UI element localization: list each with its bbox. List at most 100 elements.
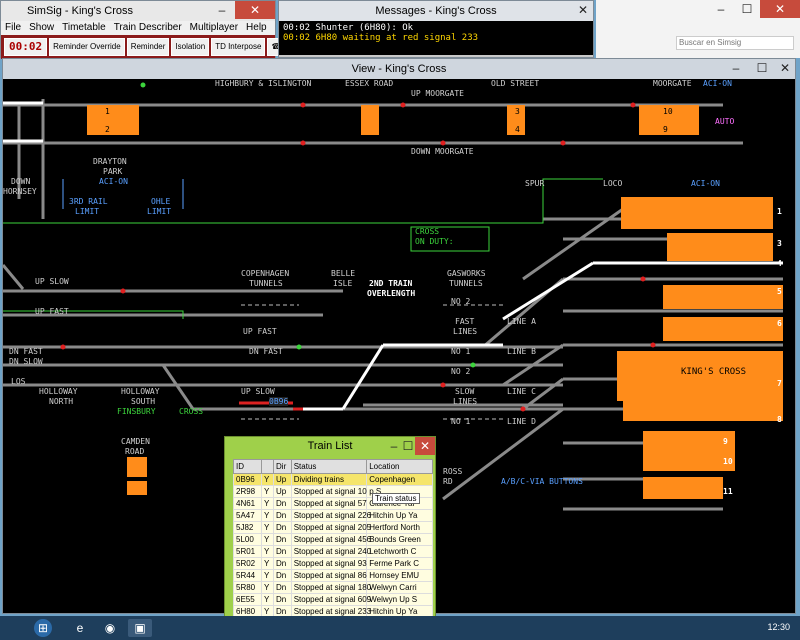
simsig-taskbar-icon[interactable]: ▣ [128,619,152,637]
table-cell: Y [261,545,275,558]
label-overlength: OVERLENGTH [367,289,416,298]
minimize-icon[interactable]: – [732,61,740,75]
maximize-icon[interactable]: ☐ [741,2,753,16]
label-fast-lines: LINES [453,327,478,336]
label-belle: BELLE [331,269,356,278]
label-slow-lines: LINES [453,397,478,406]
maximize-icon[interactable]: ☐ [756,61,768,75]
reminder-override-button[interactable]: Reminder Override [49,38,125,56]
menu-help[interactable]: Help [246,22,267,33]
label-down-moorgate: DOWN MOORGATE [411,147,474,156]
tunnel-portals [241,304,503,420]
table-cell: Dn [273,581,292,594]
label-3rd-rail: 3RD RAIL [69,197,108,206]
platform-essex-block [361,105,379,135]
maximize-icon[interactable]: ☐ [402,439,414,453]
label-spur: SPUR [525,179,545,188]
set-routes [3,101,783,411]
label-2nd-train: 2ND TRAIN [369,279,413,288]
td-interpose-button[interactable]: TD Interpose [211,38,266,56]
label-on-duty: ON DUTY: [415,237,454,246]
table-cell: Y [261,521,275,534]
ie-icon[interactable]: e [76,621,84,635]
minimize-icon[interactable]: – [717,2,725,16]
platform-block-b [667,233,773,261]
label-cross: CROSS [415,227,440,236]
menu-file[interactable]: File [5,22,22,33]
label-up-moorgate: UP MOORGATE [411,89,464,98]
label-isle: ISLE [333,279,353,288]
table-cell: Stopped at signal 205 [290,521,371,534]
close-icon[interactable]: ✕ [235,1,275,19]
column-id[interactable]: ID [232,459,263,474]
table-cell: Stopped at signal 57 [290,497,368,510]
message-line: 00:02 6H80 waiting at red signal 233 [283,33,479,43]
label-abc-via: A/B/C-VIA BUTTONS [501,477,583,486]
platform-number-right-11: 11 [723,487,733,496]
minimize-icon[interactable]: – [390,439,398,453]
label-fast: FAST [455,317,475,326]
column-location[interactable]: Location [366,459,433,474]
label-up-fast: UP FAST [35,307,69,316]
platform-block-g [643,477,723,499]
label-up-slow: UP SLOW [35,277,69,286]
menu-show[interactable]: Show [29,22,55,33]
close-icon[interactable]: ✕ [760,0,800,18]
close-icon[interactable]: ✕ [577,3,589,17]
reminder-button[interactable]: Reminder [126,38,170,56]
close-icon[interactable]: ✕ [779,61,791,75]
chrome-icon[interactable]: ◉ [104,621,116,635]
menu-timetable[interactable]: Timetable [62,22,106,33]
table-cell: 5R44 [232,569,263,582]
platform-number-3: 3 [515,107,520,116]
simsig-menubar: File Show Timetable Train Describer Mult… [1,21,275,35]
label-line-a: LINE A [507,317,536,326]
platform-block-e [623,401,783,421]
status-tooltip: Train status [372,493,420,504]
minimize-icon[interactable]: – [218,3,226,17]
train-list-window: Train List – ☐ ✕ ID Dir Status Location … [224,436,436,640]
label-dn-fast: DN FAST [9,347,43,356]
isolation-button[interactable]: Isolation [171,38,210,56]
table-cell: Stopped at signal 609 [290,593,371,606]
platform-number-4: 4 [515,125,520,134]
label-holloway-north: HOLLOWAY [39,387,78,396]
track-lines [1,99,783,511]
browser-search-input[interactable]: Buscar en Simsig [676,36,794,50]
messages-title-text: Messages - King's Cross [375,5,497,17]
menu-multiplayer[interactable]: Multiplayer [189,22,239,33]
table-cell: Dn [273,545,292,558]
label-dn-slow: DN SLOW [9,357,43,366]
train-describer-0B96[interactable]: 0B96 [269,397,289,406]
table-cell: Welwyn Carri [366,581,433,594]
label-ross: ROSS [443,467,463,476]
table-cell: Dividing trains [290,473,368,486]
messages-window: Messages - King's Cross ✕ 00:02 Shunter … [278,0,594,58]
close-icon[interactable]: ✕ [415,437,435,455]
label-ohle: OHLE [151,197,171,206]
column-flag[interactable] [261,459,275,474]
label-no2-lower: NO 2 [451,367,471,376]
column-status[interactable]: Status [290,459,368,474]
table-cell: 2R98 [232,485,263,498]
label-no1-lower: NO 1 [451,417,471,426]
menu-train-describer[interactable]: Train Describer [113,22,182,33]
label-hornsey: HORNSEY [3,187,37,196]
label-north: NORTH [49,397,74,406]
table-cell: Y [261,557,275,570]
track-diagram[interactable] [1,79,795,613]
start-icon[interactable]: ⊞ [34,619,52,637]
label-south: SOUTH [131,397,156,406]
column-dir[interactable]: Dir [273,459,292,474]
